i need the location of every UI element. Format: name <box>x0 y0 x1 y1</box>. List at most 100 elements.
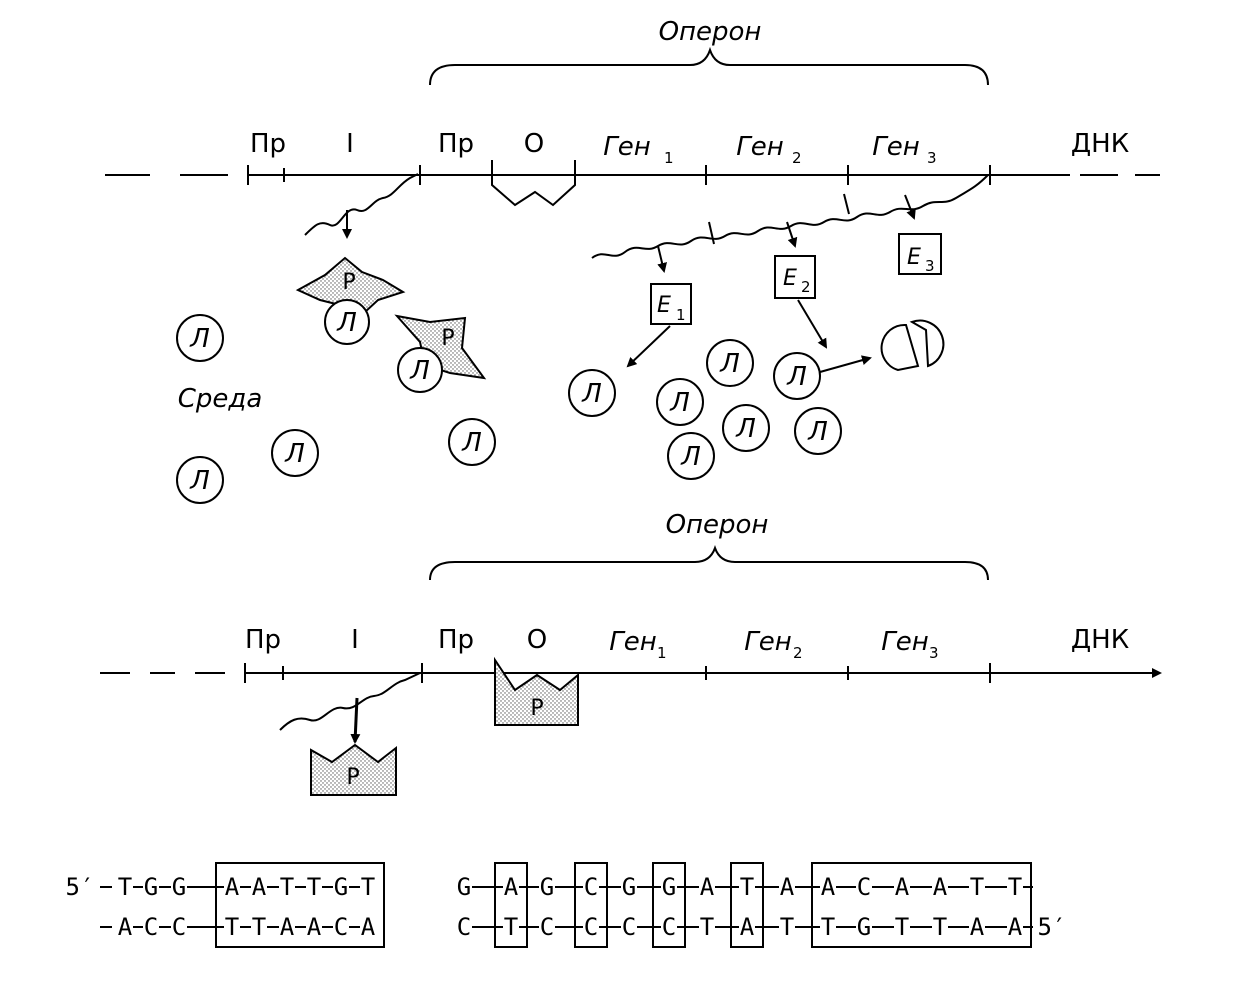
bottom-strand-base: A <box>740 913 755 941</box>
repressor-shape-1 <box>295 256 406 314</box>
svg-text:Л: Л <box>807 417 828 447</box>
seq-top-prefix: 5′ <box>66 873 95 901</box>
seg-promoter-i-top: Пр <box>250 129 286 159</box>
bottom-strand-base: T <box>821 913 835 941</box>
symmetry-box <box>215 862 385 948</box>
top-strand-base: T <box>361 873 375 901</box>
top-strand-base: G <box>662 873 676 901</box>
top-strand-base: A <box>700 873 715 901</box>
bottom-strand-base: C <box>457 913 471 941</box>
bottom-strand-base: A <box>361 913 376 941</box>
bottom-strand-base: T <box>225 913 239 941</box>
ligand: Л <box>568 369 616 417</box>
ligand: Л <box>794 407 842 455</box>
seg-gene1-sub-top: 1 <box>664 149 674 167</box>
symmetry-box <box>494 862 528 948</box>
enzyme-e2: E 2 <box>774 255 816 299</box>
top-strand-base: C <box>584 873 598 901</box>
arrow-ligand-to-product <box>819 355 872 373</box>
free-ligands: Л Л Л Л Л Л Л Л Л Л Л <box>176 314 842 504</box>
symmetry-box <box>574 862 608 948</box>
repressor-label-2: P <box>441 326 454 351</box>
seg-gene1-top: Ген <box>603 132 650 162</box>
top-strand-base: G <box>457 873 471 901</box>
bottom-strand-base: A <box>280 913 295 941</box>
seg-gene2-sub-bottom: 2 <box>793 644 803 662</box>
seg-gene2-sub-top: 2 <box>792 149 802 167</box>
top-panel: Оперон Пр I Пр O Ген 1 Ген 2 Ген 3 ДНК <box>105 17 1160 504</box>
seg-operator-bottom: O <box>527 625 547 655</box>
mrna-tick <box>708 221 715 245</box>
seg-gene3-bottom: Ген <box>881 627 928 657</box>
arrow-e2-to-ligand <box>797 299 828 349</box>
top-strand-base: A <box>780 873 795 901</box>
symmetry-box <box>811 862 1032 948</box>
svg-text:Л: Л <box>786 362 807 392</box>
operon-brace-top <box>429 46 989 86</box>
bottom-strand-base: T <box>504 913 518 941</box>
repressor-on-operator <box>494 656 579 726</box>
dna-line-bottom <box>100 663 1162 683</box>
bottom-panel: Оперон Пр I Пр O Ген 1 Ген 2 Ген 3 ДНК P <box>100 510 1162 796</box>
top-strand-base: A <box>252 873 267 901</box>
top-strand-base: T <box>280 873 294 901</box>
seg-promoter-i-bottom: Пр <box>245 625 281 655</box>
bottom-strand-base: T <box>700 913 714 941</box>
enzyme-e1: E 1 <box>650 283 692 325</box>
seq-bottom-suffix: 5′ <box>1038 913 1067 941</box>
ligand: Л <box>722 404 770 452</box>
top-strand-base: A <box>225 873 240 901</box>
medium-label: Среда <box>178 384 263 414</box>
ligand: Л <box>667 432 715 480</box>
arrow-e1-to-ligand <box>626 325 671 368</box>
regulator-mrna-wave-bottom <box>279 672 421 731</box>
bottom-strand-base: T <box>933 913 947 941</box>
seg-gene1-sub-bottom: 1 <box>657 644 667 662</box>
ligand: Л <box>176 456 224 504</box>
bottom-strand-base: G <box>857 913 871 941</box>
arrow-to-e2 <box>786 221 798 248</box>
operon-label-bottom: Оперон <box>666 510 769 540</box>
repressor-free <box>310 743 397 796</box>
bottom-strand-base: C <box>584 913 598 941</box>
seg-gene1-bottom: Ген <box>609 627 656 657</box>
svg-text:E: E <box>783 266 797 291</box>
seg-operator-top: O <box>524 129 544 159</box>
top-strand-base: A <box>933 873 948 901</box>
degraded-ligand-product <box>880 319 945 372</box>
arrow-regulator-bottom <box>350 697 361 744</box>
bottom-strand-base: C <box>144 913 158 941</box>
ligand: Л <box>448 418 496 466</box>
regulator-mrna-wave-top <box>304 173 419 236</box>
svg-text:3: 3 <box>925 257 935 275</box>
bottom-strand-base: A <box>1008 913 1023 941</box>
seg-regulator-bottom: I <box>351 625 359 655</box>
dna-line-top <box>105 165 1160 185</box>
repressor-on-operator-label: P <box>530 696 543 721</box>
svg-text:Л: Л <box>189 324 210 354</box>
svg-text:Л: Л <box>189 466 210 496</box>
bottom-strand-base: C <box>334 913 348 941</box>
ligand-bound-1 <box>324 299 370 345</box>
top-strand-base: G <box>172 873 186 901</box>
top-strand-base: T <box>307 873 321 901</box>
repressor-label-1: P <box>342 270 355 295</box>
svg-text:E: E <box>907 245 921 270</box>
mrna-tick <box>843 193 850 215</box>
ligand: Л <box>656 378 704 426</box>
symmetry-box <box>652 862 686 948</box>
repressor-free-label: P <box>346 765 359 790</box>
svg-text:Л: Л <box>719 349 740 379</box>
symmetry-box <box>730 862 764 948</box>
bottom-strand-base: T <box>895 913 909 941</box>
ligand: Л <box>706 339 754 387</box>
svg-text:Л: Л <box>669 388 690 418</box>
svg-text:1: 1 <box>676 306 686 324</box>
ligand: Л <box>271 429 319 477</box>
top-strand-base: G <box>622 873 636 901</box>
seg-gene3-sub-top: 3 <box>927 149 937 167</box>
svg-text:Л: Л <box>284 439 305 469</box>
svg-text:Л: Л <box>735 414 756 444</box>
